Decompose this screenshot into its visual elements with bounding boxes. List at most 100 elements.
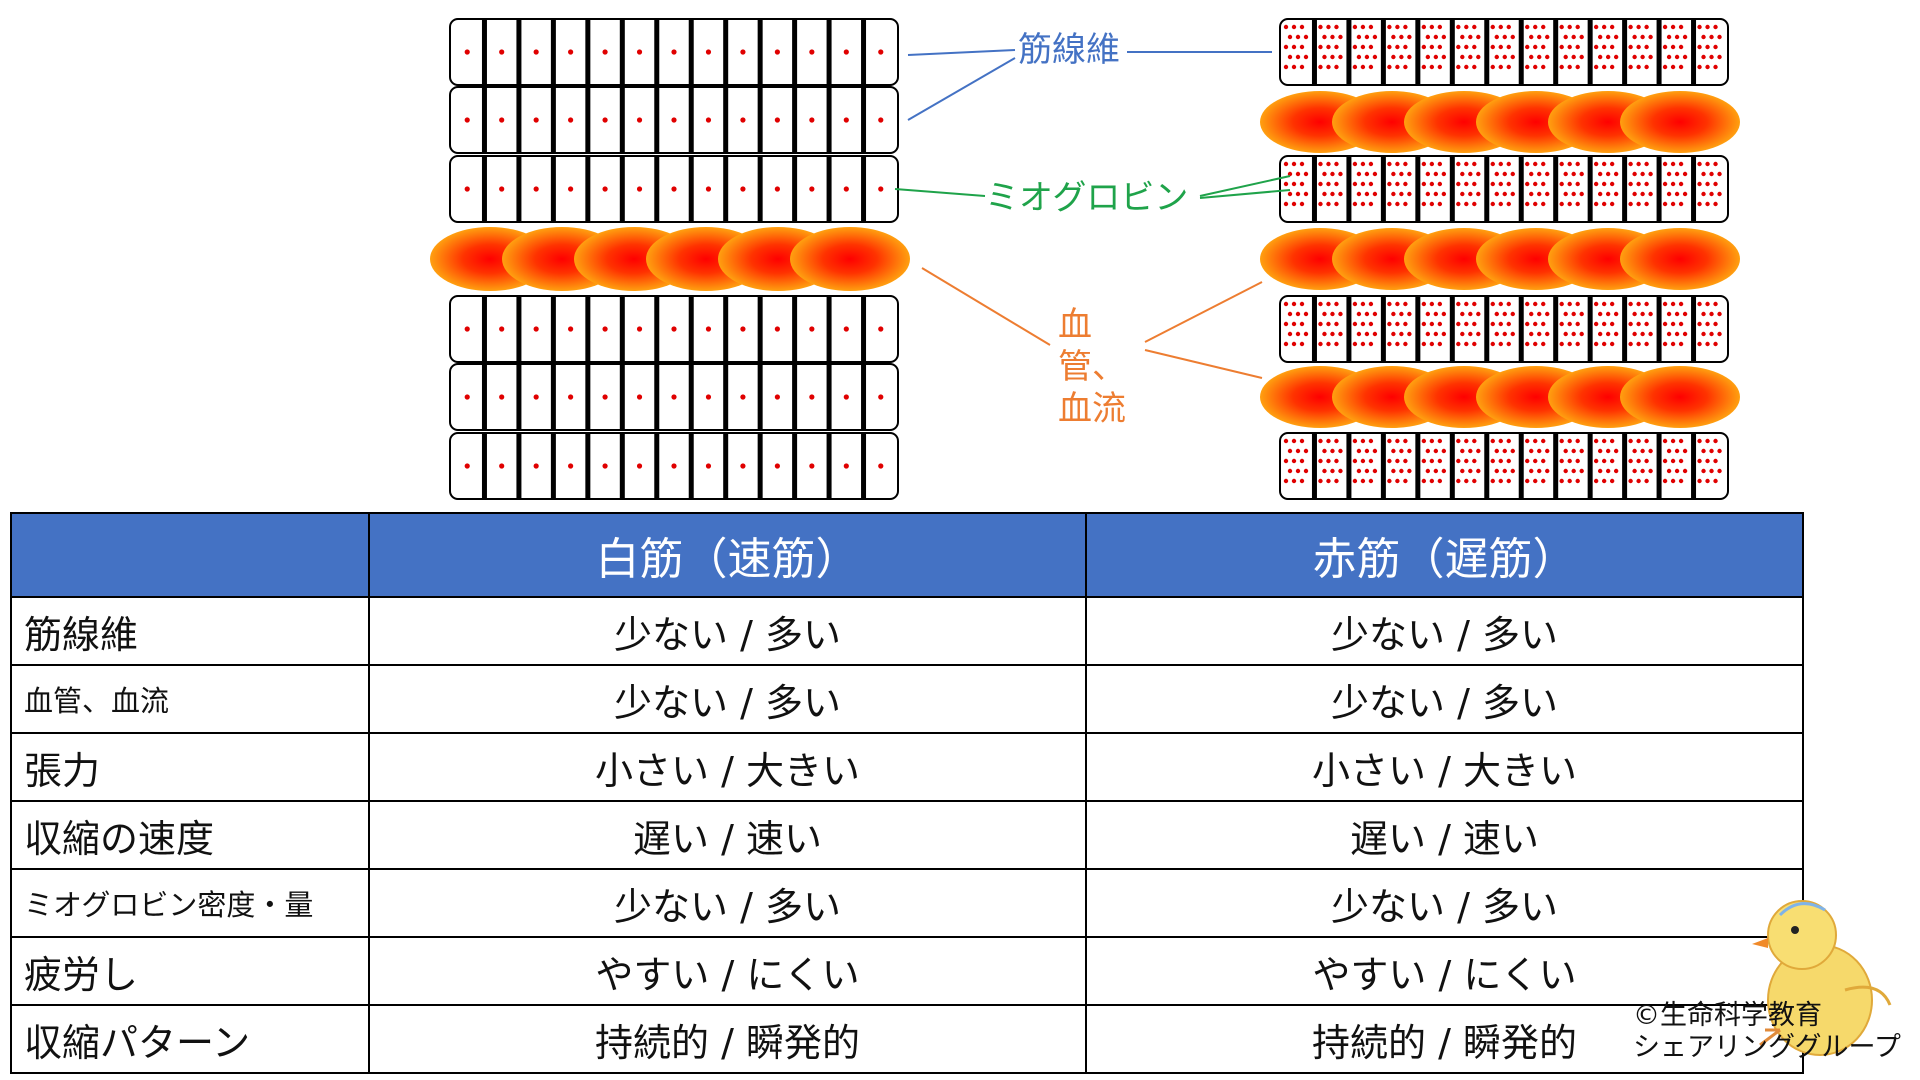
myoglobin-dot — [1318, 201, 1323, 207]
myoglobin-dot — [1387, 64, 1392, 70]
myoglobin-dot — [1640, 331, 1645, 337]
myoglobin-dot — [1460, 54, 1465, 60]
myoglobin-dot — [1368, 341, 1374, 347]
white-muscle-group — [430, 18, 910, 500]
myoglobin-dot — [1433, 34, 1439, 40]
myoglobin-dot — [1662, 341, 1668, 347]
myoglobin-dot — [1537, 468, 1542, 474]
myoglobin-dot — [1421, 301, 1427, 307]
myoglobin-dot — [1433, 311, 1439, 317]
myoglobin-dot — [1648, 468, 1653, 474]
myoglobin-dot — [1441, 191, 1447, 197]
myoglobin-dot — [1334, 341, 1339, 347]
myoglobin-dot — [1648, 54, 1653, 60]
myoglobin-dot — [1593, 321, 1599, 327]
myoglobin-dot — [843, 186, 849, 192]
myoglobin-dot — [1368, 301, 1374, 307]
red-muscle-value: やすい / にくい — [1085, 936, 1804, 1006]
myoglobin-dot — [1502, 448, 1507, 454]
myoglobin-dot — [1291, 438, 1297, 444]
myoglobin-dot — [1360, 301, 1366, 307]
myoglobin-dot — [1326, 44, 1331, 50]
z-band — [550, 434, 556, 498]
myoglobin-dot — [1322, 311, 1327, 317]
myoglobin-dot — [1545, 311, 1550, 317]
myoglobin-dot — [1326, 161, 1331, 167]
vessel-leader-line — [921, 267, 1051, 346]
myoglobin-dot — [1283, 64, 1289, 70]
myoglobin-dot — [1709, 311, 1714, 317]
myoglobin-dot — [1403, 458, 1408, 464]
myoglobin-dot — [1559, 321, 1564, 327]
myoglobin-dot — [1713, 301, 1718, 307]
myoglobin-dot — [1541, 181, 1546, 187]
myoglobin-dot — [1533, 44, 1538, 50]
myoglobin-dot — [1387, 438, 1392, 444]
myoglobin-dot — [1407, 311, 1412, 317]
myoglobin-dot — [1613, 448, 1619, 454]
myoglobin-dot — [1472, 201, 1477, 207]
myoglobin-dot — [1597, 331, 1603, 337]
myoglobin-dot — [1579, 331, 1584, 337]
myoglobin-dot — [1682, 331, 1688, 337]
myoglobin-dot — [1318, 44, 1323, 50]
myoglobin-dot — [1593, 161, 1599, 167]
z-band — [585, 20, 591, 84]
myoglobin-dot — [1674, 34, 1680, 40]
myoglobin-dot — [1360, 341, 1366, 347]
myoglobin-dot — [1579, 34, 1584, 40]
myoglobin-dot — [1490, 64, 1495, 70]
myoglobin-dot — [1682, 34, 1688, 40]
myoglobin-dot — [740, 49, 746, 55]
myoglobin-dot — [1372, 331, 1378, 337]
myoglobin-dot — [1644, 24, 1649, 30]
myoglobin-dot — [1705, 301, 1710, 307]
myoglobin-dot — [1644, 458, 1649, 464]
z-band — [1484, 20, 1490, 84]
myoglobin-dot — [1579, 191, 1584, 197]
myoglobin-dot — [1318, 24, 1323, 30]
myoglobin-dot — [1713, 181, 1718, 187]
myoglobin-dot — [1437, 438, 1443, 444]
myoglobin-dot — [1468, 34, 1473, 40]
myoglobin-dot — [1628, 161, 1633, 167]
myoglobin-dot — [1697, 161, 1702, 167]
myoglobin-dot — [1330, 171, 1335, 177]
myoglobin-dot — [1609, 44, 1615, 50]
myoglobin-dot — [1338, 54, 1343, 60]
z-band — [1587, 20, 1593, 84]
myoglobin-dot — [1468, 311, 1473, 317]
copyright-line-2: シェアリンググループ — [1633, 1032, 1901, 1063]
myoglobin-dot — [1429, 478, 1435, 484]
myoglobin-dot — [1636, 201, 1641, 207]
myoglobin-dot — [1456, 341, 1461, 347]
z-band — [1656, 157, 1662, 221]
myoglobin-dot — [533, 463, 539, 469]
copyright-notice: ©生命科学教育 シェアリンググループ — [1633, 1000, 1901, 1064]
myoglobin-dot — [740, 186, 746, 192]
myoglobin-dot — [1429, 458, 1435, 464]
myoglobin-dot — [1456, 321, 1461, 327]
myoglobin-dot — [809, 326, 815, 332]
myoglobin-dot — [1666, 54, 1672, 60]
red-muscle-value: 遅い / 速い — [1085, 800, 1804, 870]
myoglobin-dot — [1498, 478, 1503, 484]
myoglobin-dot — [1533, 24, 1538, 30]
myoglobin-dot — [1334, 201, 1339, 207]
myoglobin-dot — [1421, 161, 1427, 167]
myoglobin-dot — [843, 394, 849, 400]
z-band — [1622, 20, 1628, 84]
muscle-fiber — [1279, 295, 1729, 363]
myoglobin-dot — [1605, 54, 1611, 60]
myoglobin-dot — [1330, 311, 1335, 317]
myoglobin-dot — [1713, 438, 1718, 444]
myoglobin-dot — [1330, 468, 1335, 474]
myoglobin-dot — [1567, 64, 1572, 70]
myoglobin-dot — [1662, 44, 1668, 50]
myoglobin-dot — [1399, 54, 1404, 60]
myoglobin-dot — [1506, 161, 1511, 167]
myoglobin-dot — [1575, 161, 1580, 167]
myoglobin-dot — [1476, 311, 1481, 317]
z-band — [1587, 434, 1593, 498]
myoglobin-dot — [1563, 468, 1568, 474]
